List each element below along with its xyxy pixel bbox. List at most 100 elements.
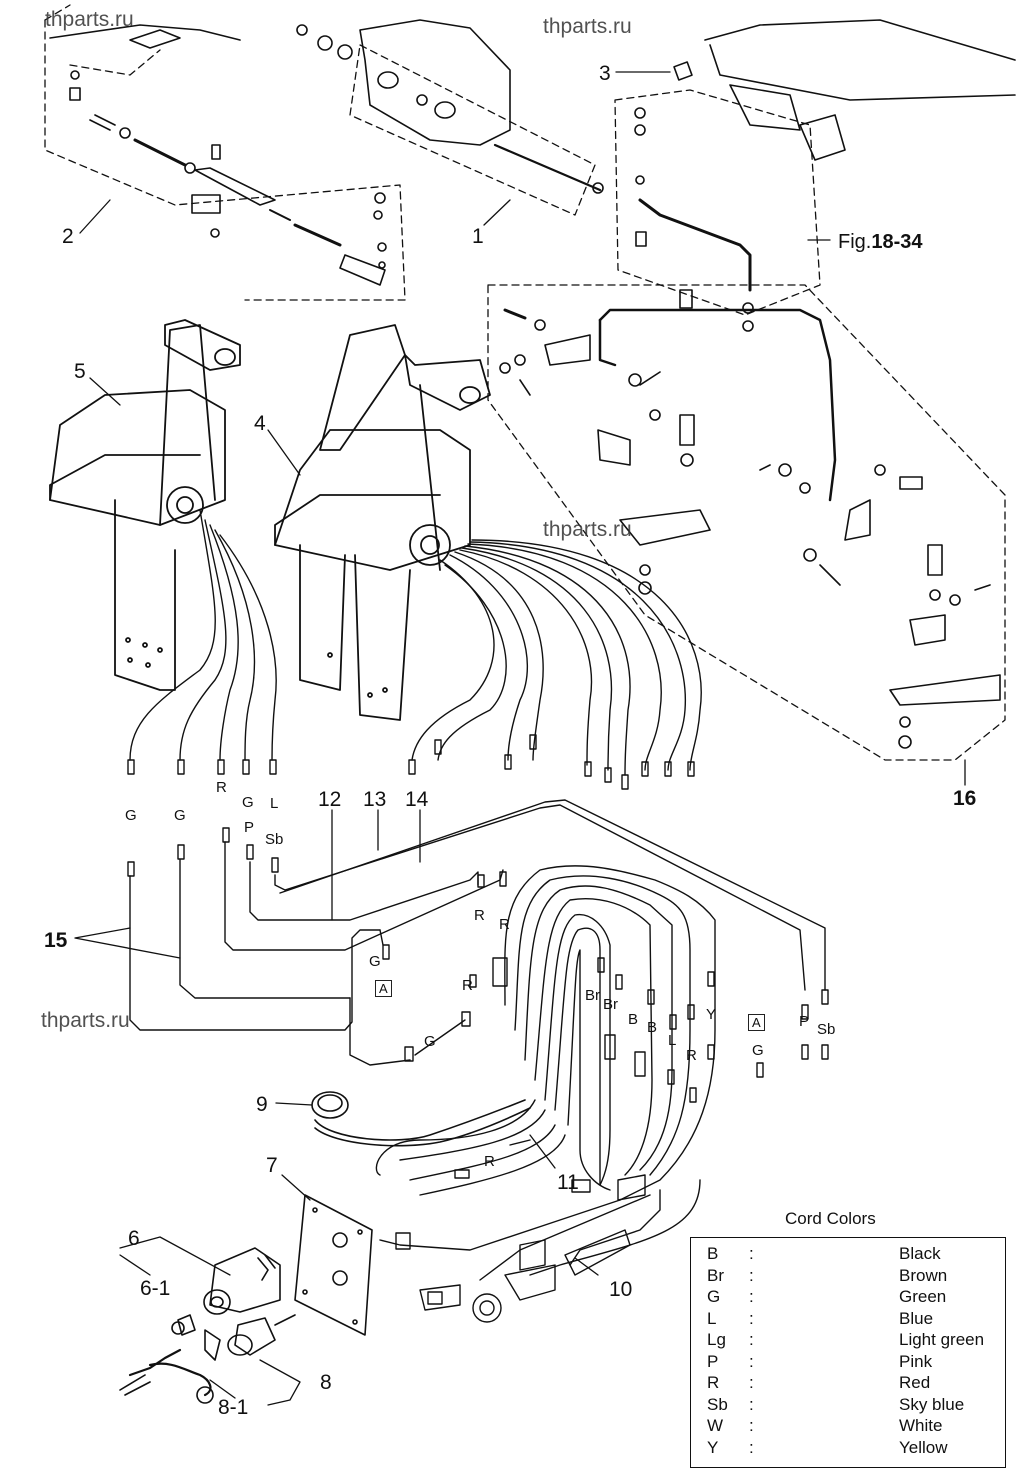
legend-color-name: Black [899, 1244, 941, 1263]
group-outline-3 [614, 89, 821, 316]
part-number-label: 11 [557, 1171, 579, 1194]
main-harness-10 [375, 865, 716, 1323]
group-outline-1 [349, 44, 596, 216]
wire-color-label: P [244, 819, 255, 836]
part-number-label: 15 [44, 929, 68, 952]
wire-color-label: Br [603, 996, 618, 1013]
main-switch-6 [171, 1247, 281, 1336]
figure-reference-prefix: Fig. [838, 231, 872, 253]
legend-code: P [707, 1351, 719, 1371]
cord-colors-legend: B : Black Br : Brown G : Green L : Blue … [690, 1237, 1006, 1468]
watermark: thparts.ru [45, 8, 134, 31]
emergency-switch-9 [311, 1091, 531, 1147]
legend-separator: : [749, 1308, 754, 1328]
wire-color-label: Sb [817, 1021, 836, 1038]
part-number-label: 5 [74, 360, 86, 383]
wire-color-label: R [462, 977, 473, 994]
legend-separator: : [749, 1351, 754, 1371]
legend-separator: : [749, 1287, 754, 1306]
part-number-label: 13 [363, 788, 387, 811]
linkage-assembly-16 [499, 289, 1001, 749]
wire-color-label: L [270, 795, 279, 812]
legend-color-name: Yellow [899, 1437, 948, 1457]
wire-color-label: G [752, 1042, 764, 1059]
wire-color-label: G [174, 807, 186, 824]
legend-color-name: Green [899, 1287, 947, 1306]
legend-code: L [707, 1308, 717, 1328]
legend-color-name: White [899, 1416, 943, 1435]
part-number-label: 9 [256, 1093, 268, 1116]
legend-separator: : [749, 1265, 754, 1285]
part-number-label: 6 [128, 1227, 140, 1250]
legend-row: W : White [691, 1416, 1005, 1438]
engine-stop-switch-8 [119, 1314, 296, 1404]
wire-color-label: G [242, 794, 254, 811]
legend-code: G [707, 1287, 721, 1306]
linkage-assembly-2 [49, 24, 387, 286]
legend-separator: : [749, 1416, 754, 1435]
part-number-label: 8 [320, 1371, 332, 1394]
connector-stubs [127, 734, 695, 877]
legend-color-name: Sky blue [899, 1394, 965, 1414]
watermark: thparts.ru [543, 15, 632, 38]
legend-separator: : [749, 1394, 754, 1414]
wire-color-label: R [474, 907, 485, 924]
wire-color-label: L [668, 1032, 677, 1049]
wire-color-label: R [216, 779, 227, 796]
part-number-label: 12 [318, 788, 342, 811]
wire-color-label: Br [585, 987, 600, 1004]
group-outline-2 [44, 4, 406, 301]
legend-code: W [707, 1416, 724, 1435]
harness-runs [129, 799, 826, 1066]
wire-color-label: R [499, 916, 510, 933]
part-number-label: 6-1 [140, 1277, 171, 1300]
panel-plate-7 [294, 1194, 373, 1336]
group-outline-16 [487, 284, 1006, 761]
part-number-label: 3 [599, 62, 611, 85]
wire-color-label: G [369, 953, 381, 970]
part-number-label: 2 [62, 225, 74, 248]
watermark: thparts.ru [543, 518, 632, 541]
legend-code: Y [707, 1437, 719, 1457]
part-number-label: 4 [254, 412, 266, 435]
legend-code: Lg [707, 1330, 726, 1349]
legend-row: Br : Brown [691, 1266, 1005, 1288]
legend-row: Sb : Sky blue [691, 1395, 1005, 1417]
wire-color-label: Y [706, 1006, 717, 1023]
wire-color-label: Sb [265, 831, 284, 848]
single-lever-remote-5 [49, 319, 241, 691]
legend-color-name: Brown [899, 1265, 948, 1285]
part-number-label: 10 [609, 1278, 633, 1301]
harness-connectors [382, 871, 829, 1179]
legend-code: Br [707, 1265, 724, 1285]
part-number-label: 14 [405, 788, 429, 811]
legend-row: B : Black [691, 1244, 1005, 1266]
wire-color-label: R [484, 1153, 495, 1170]
legend-code: Sb [707, 1394, 728, 1414]
legend-color-name: Blue [899, 1308, 934, 1328]
figure-reference[interactable]: Fig.18-34 [838, 232, 923, 252]
engine-bracket-3 [634, 19, 1016, 332]
legend-row: Lg : Light green [691, 1330, 1005, 1352]
bracket-assembly-1 [296, 19, 604, 194]
legend-separator: : [749, 1330, 754, 1349]
part-number-label: 8-1 [218, 1396, 249, 1419]
wire-color-label: G [424, 1033, 436, 1050]
legend-code: R [707, 1373, 720, 1392]
legend-color-name: Red [899, 1373, 931, 1392]
figure-reference-number: 18-34 [871, 231, 923, 253]
legend-color-name: Light green [899, 1330, 985, 1349]
legend-separator: : [749, 1437, 754, 1457]
legend-row: Y : Yellow [691, 1438, 1005, 1460]
connector-a-box: A [748, 1014, 765, 1031]
twin-lever-remote-4 [274, 324, 491, 721]
part-number-label: 16 [953, 787, 977, 810]
connector-a-box: A [375, 980, 392, 997]
legend-separator: : [749, 1373, 754, 1392]
part-number-label: 1 [472, 225, 484, 248]
legend-row: L : Blue [691, 1309, 1005, 1331]
part-number-label: 7 [266, 1154, 278, 1177]
leader-lines [74, 71, 966, 1406]
wire-color-label: P [799, 1013, 810, 1030]
